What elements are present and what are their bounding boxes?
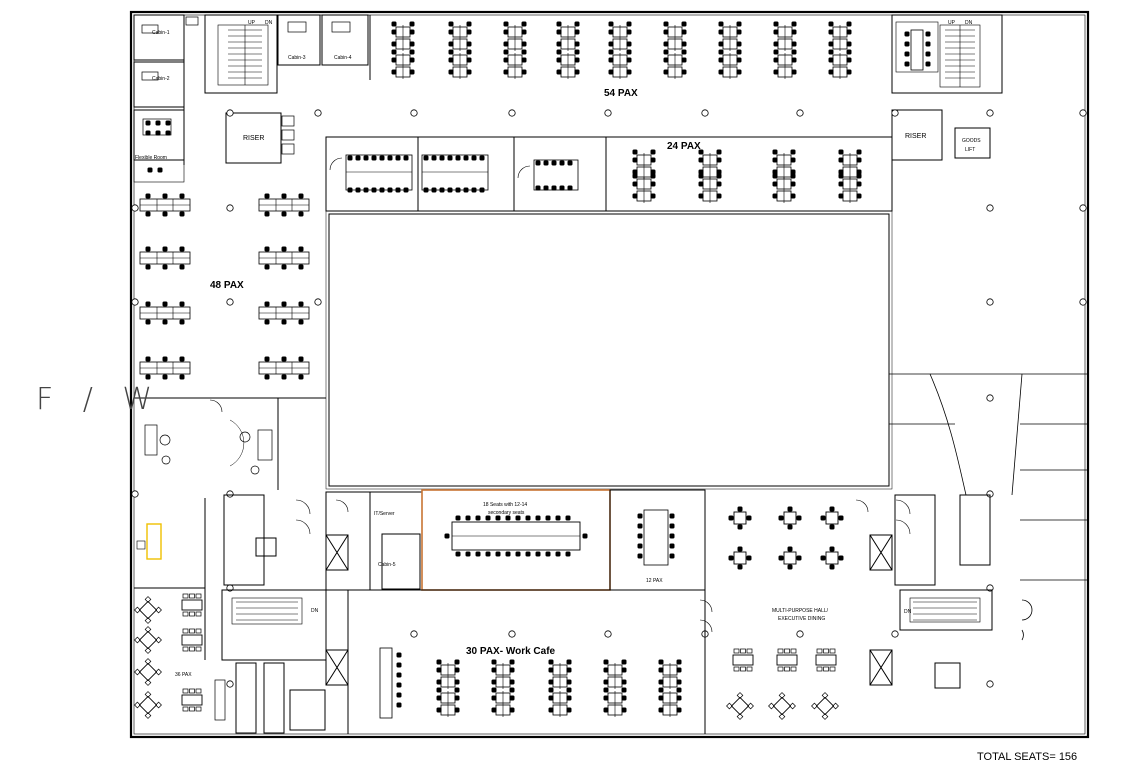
zone-label-36pax: 36 PAX (175, 672, 192, 678)
room-label-flexible: Flexible Room (135, 155, 167, 161)
room-label-cabin5: Cabin-5 (378, 562, 396, 568)
highlighted-fixture (146, 523, 162, 560)
room-label-it-server: IT/Server (374, 511, 395, 517)
escalator-dn-east: DN (904, 609, 912, 615)
stair-dn-east: DN (965, 20, 973, 26)
work-cafe-workstations (437, 660, 682, 718)
zone-label-48pax: 48 PAX (210, 280, 244, 291)
zone-label-24pax: 24 PAX (667, 141, 701, 152)
outer-walls (129, 10, 1090, 739)
atrium-void (328, 213, 890, 487)
conference-label-line1: 18 Seats with 12-14 (483, 502, 527, 508)
room-label-cabin3: Cabin-3 (288, 55, 306, 61)
conference-label-line2: secondary seats (488, 510, 525, 516)
stair-up-west: UP (248, 20, 256, 26)
north-west-cabins (133, 14, 371, 183)
north-east-workstations (633, 150, 862, 204)
south-west-seating (134, 593, 203, 719)
goods-lift-line2: LIFT (965, 147, 975, 153)
room-label-cabin1: Cabin-1 (152, 30, 170, 36)
stair-up-east: UP (948, 20, 956, 26)
north-workstations (392, 22, 852, 80)
room-label-cabin4: Cabin-4 (334, 55, 352, 61)
multipurpose-label-line1: MULTI-PURPOSE HALL/ (772, 608, 829, 614)
goods-lift-line1: GOODS (962, 138, 981, 144)
room-label-riser-east: RISER (905, 133, 926, 140)
stair-dn-west: DN (265, 20, 273, 26)
escalator-dn-west: DN (311, 608, 319, 614)
fw-marker: F / W (36, 382, 163, 417)
zone-label-work-cafe: 30 PAX- Work Cafe (466, 646, 556, 657)
zone-label-12pax: 12 PAX (646, 578, 663, 584)
room-label-riser-west: RISER (243, 135, 264, 142)
multipurpose-label-line2: EXECUTIVE DINING (778, 616, 825, 622)
total-seats: TOTAL SEATS= 156 (977, 751, 1078, 763)
zone-label-54pax: 54 PAX (604, 88, 638, 99)
room-label-cabin2: Cabin-2 (152, 76, 170, 82)
